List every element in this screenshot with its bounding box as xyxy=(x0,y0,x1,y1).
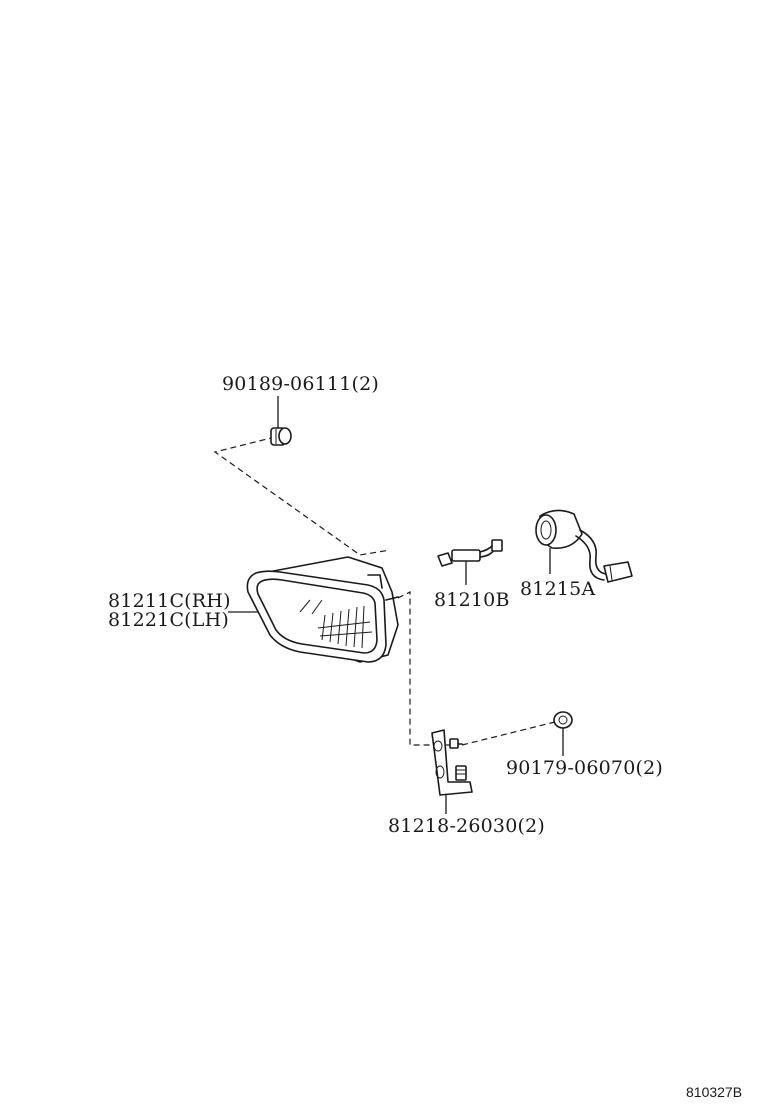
nut-part xyxy=(553,711,573,756)
nut-label: 90179-06070(2) xyxy=(506,757,663,779)
bulb-part xyxy=(437,539,503,585)
fog-lamp-lh-label: 81221C(LH) xyxy=(108,609,229,631)
grommet-top-part xyxy=(270,396,292,446)
bracket-part xyxy=(431,729,473,814)
fog-lamp-part xyxy=(228,556,399,663)
socket-label: 81215A xyxy=(520,578,595,600)
bulb-label: 81210B xyxy=(434,589,510,611)
assembly-dashed-lines xyxy=(213,436,556,746)
bracket-label: 81218-26030(2) xyxy=(388,815,545,837)
socket-part xyxy=(535,509,633,583)
fog-lamp-rh-label: 81211C(RH) xyxy=(108,590,231,612)
grommet-top-label: 90189-06111(2) xyxy=(222,373,379,395)
diagram-reference-code: 810327B xyxy=(686,1084,742,1100)
